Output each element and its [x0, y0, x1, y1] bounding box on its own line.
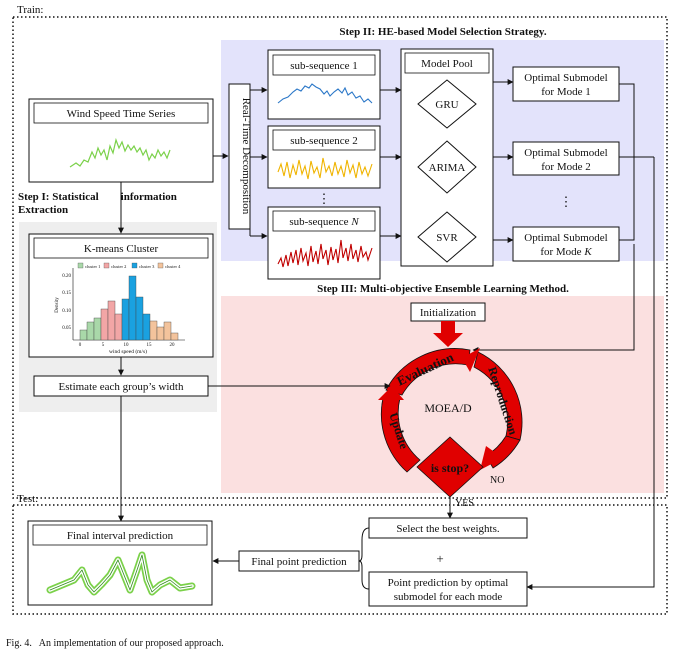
- train-frame: [12, 16, 668, 499]
- kmeans-label: K-means Cluster: [84, 243, 159, 255]
- test-label: Test:: [17, 493, 38, 505]
- final-interval-box: Final interval prediction: [27, 520, 213, 606]
- optimal-submodel-k-line1: Optimal Submodel: [524, 232, 607, 244]
- point-pred-line2: submodel for each mode: [394, 591, 503, 603]
- wind-series-label: Wind Speed Time Series: [67, 108, 176, 120]
- moead-label: MOEA/D: [424, 401, 472, 415]
- arrow-optimal-to-evaluation: [472, 244, 635, 353]
- optimal-submodel-2-box: [512, 141, 620, 176]
- step2-title: Step II: HE-based Model Selection Strate…: [339, 26, 546, 38]
- legend-cluster-4: cluster 4: [165, 264, 181, 269]
- subsequence-2-label: sub-sequence 2: [290, 135, 358, 147]
- arrow-optimal-to-point-pred: [526, 157, 655, 590]
- moead-ring: [378, 348, 523, 473]
- hist-ytick-1: 0.20: [62, 274, 71, 279]
- subsequence-2-box: sub-sequence 2: [267, 125, 381, 189]
- optimal-submodel-1-line2: for Mode 1: [541, 86, 591, 98]
- optimal-collector-line: [619, 83, 635, 241]
- figure-caption: Fig. 4. An implementation of our propose…: [6, 638, 224, 649]
- svr-diamond: [417, 211, 477, 263]
- kmeans-box: K-means Cluster Density wind speed (m/s)…: [28, 233, 214, 358]
- yes-label: YES: [455, 498, 474, 509]
- hist-xtick-2: 5: [102, 343, 105, 348]
- final-point-label: Final point prediction: [251, 556, 347, 568]
- final-interval-label: Final interval prediction: [67, 530, 174, 542]
- initialization-label: Initialization: [420, 307, 477, 319]
- model-pool-box: Model Pool GRU ARIMA SVR: [400, 48, 494, 267]
- train-label: Train:: [17, 4, 44, 16]
- wind-series-box: Wind Speed Time Series: [28, 98, 214, 183]
- legend-cluster-2: cluster 2: [111, 264, 126, 269]
- wind-series-curve: [69, 137, 171, 168]
- gru-diamond: [417, 79, 477, 129]
- hist-ytick-3: 0.10: [62, 309, 71, 314]
- optimal-ellipsis: ⋮: [560, 194, 573, 209]
- subsequence-n-label: sub-sequence N: [289, 216, 359, 228]
- estimate-label: Estimate each group’s width: [59, 381, 184, 393]
- step1-title-line1: Step I: Statistical information: [18, 191, 177, 203]
- plus-label: +: [436, 551, 443, 566]
- optimal-submodel-1-line1: Optimal Submodel: [524, 72, 607, 84]
- hist-xtick-5: 20: [170, 343, 176, 348]
- legend-cluster-3: cluster 3: [139, 264, 155, 269]
- hist-xtick-1: 0: [79, 343, 82, 348]
- optimal-submodel-2-line1: Optimal Submodel: [524, 147, 607, 159]
- hist-ytick-4: 0.05: [62, 326, 71, 331]
- select-weights-label: Select the best weights.: [396, 523, 500, 535]
- hist-ylabel: Density: [55, 297, 60, 313]
- hist-xtick-3: 10: [124, 343, 130, 348]
- arima-diamond: [417, 140, 477, 194]
- legend-cluster-1: cluster 1: [85, 264, 100, 269]
- no-label: NO: [490, 475, 504, 486]
- stop-label: is stop?: [431, 461, 469, 475]
- decomposition-label: Real-Time Decomposition: [240, 98, 252, 215]
- optimal-submodel-2-line2: for Mode 2: [541, 161, 591, 173]
- arima-label: ARIMA: [429, 162, 466, 174]
- test-frame: [12, 504, 668, 615]
- final-interval-band: [46, 551, 196, 596]
- step1-title-line2: Extraction: [18, 204, 68, 216]
- point-pred-box: [368, 571, 528, 607]
- svr-label: SVR: [436, 232, 458, 244]
- hist-xlabel: wind speed (m/s): [109, 348, 147, 355]
- hist-ytick-2: 0.15: [62, 291, 71, 296]
- step3-title: Step III: Multi-objective Ensemble Learn…: [317, 283, 569, 295]
- merge-brace: [358, 527, 370, 590]
- subsequence-n-box: sub-sequence N: [267, 206, 381, 280]
- model-pool-label: Model Pool: [421, 58, 473, 70]
- point-pred-line1: Point prediction by optimal: [388, 577, 509, 589]
- optimal-submodel-k-line2: for Mode K: [540, 246, 592, 258]
- optimal-submodel-k-box: [512, 226, 620, 262]
- subsequence-1-box: sub-sequence 1: [267, 49, 381, 120]
- subsequence-ellipsis: ⋮: [318, 191, 331, 206]
- subsequence-n-wave: [277, 239, 373, 268]
- gru-label: GRU: [435, 99, 458, 111]
- subsequence-1-wave: [277, 83, 373, 104]
- init-red-arrow: [433, 321, 463, 347]
- subsequence-2-wave: [277, 157, 373, 180]
- subsequence-1-label: sub-sequence 1: [290, 60, 358, 72]
- hist-xtick-4: 15: [147, 343, 153, 348]
